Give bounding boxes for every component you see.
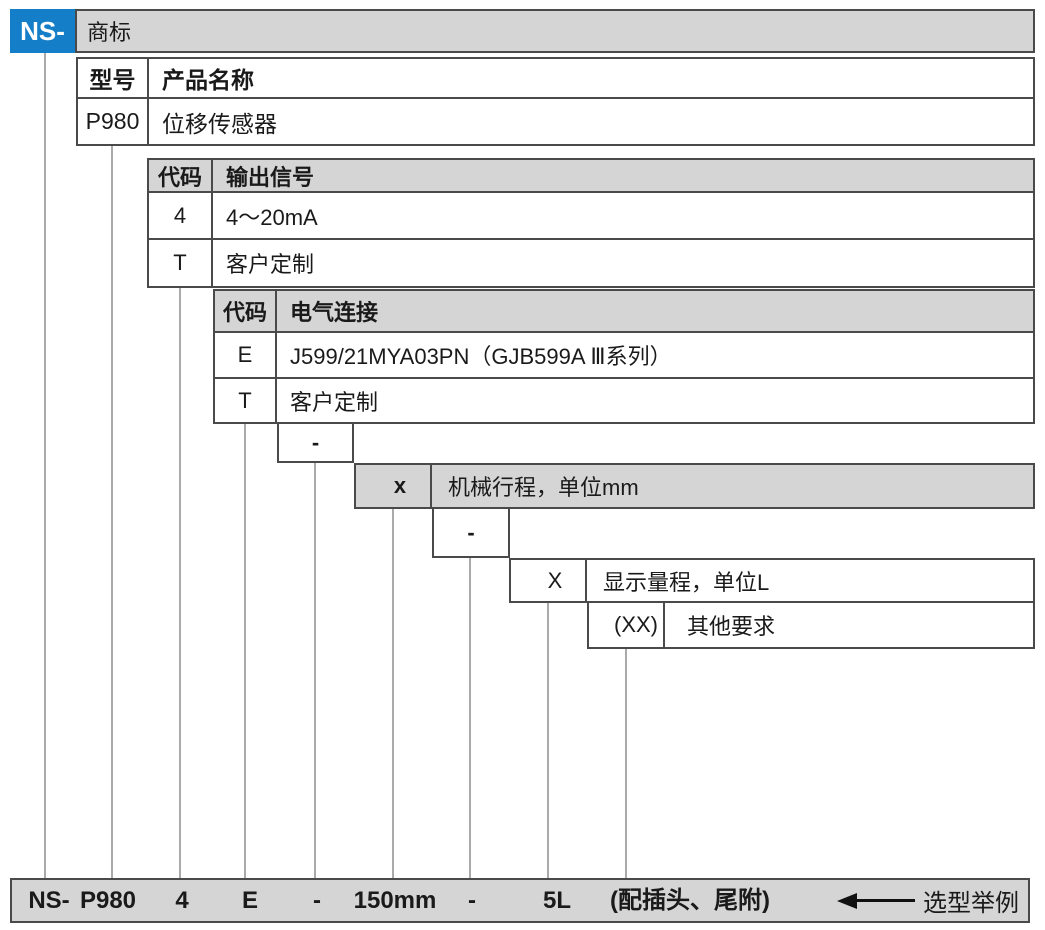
example-part-dash: - (468, 887, 476, 914)
left-arrow-shaft (857, 899, 915, 902)
signal-row-label: 4～20mA (213, 193, 1033, 240)
connector-line (179, 288, 181, 878)
connector-line (392, 509, 394, 878)
example-part-connector: E (241, 887, 259, 914)
signal-row-code: 4 (149, 193, 213, 240)
stroke-code: x (356, 465, 432, 507)
separator-dash: - (311, 429, 320, 455)
brand-prefix-box: NS- (10, 9, 75, 53)
example-part-prefix: NS- (28, 887, 70, 914)
signal-header-code: 代码 (149, 160, 213, 193)
model-table-header-name: 产品名称 (149, 59, 1033, 99)
connector-line (314, 463, 316, 878)
connection-row-code: E (215, 333, 277, 379)
model-table: 型号 产品名称 P980 位移传感器 (76, 57, 1035, 146)
example-part-dash: - (313, 887, 321, 914)
connector-line (469, 558, 471, 878)
range-label: 显示量程，单位L (587, 560, 1033, 601)
connector-line (625, 649, 627, 878)
signal-row-label: 客户定制 (213, 240, 1033, 286)
signal-header-label: 输出信号 (213, 160, 1033, 193)
separator-dash-cell: - (432, 509, 510, 558)
selection-example-note: 选型举例 (837, 880, 1019, 921)
trademark-cell: 商标 (75, 9, 1035, 53)
separator-dash-cell: - (277, 424, 354, 463)
connection-row-label: J599/21MYA03PN（GJB599A Ⅲ系列） (277, 333, 1033, 379)
other-label: 其他要求 (665, 603, 1033, 647)
model-table-header-model: 型号 (78, 59, 149, 99)
other-code: (XX) (589, 603, 665, 647)
signal-row-code: T (149, 240, 213, 286)
model-table-name-value: 位移传感器 (149, 99, 1033, 144)
connector-line (244, 424, 246, 878)
connector-line (111, 146, 113, 878)
model-table-model-value: P980 (78, 99, 149, 144)
stroke-label: 机械行程，单位mm (432, 465, 1033, 507)
example-part-signal: 4 (175, 887, 189, 914)
connection-row-code: T (215, 379, 277, 422)
example-part-model: P980 (79, 887, 137, 914)
connector-line (547, 603, 549, 878)
display-range-row: X 显示量程，单位L (509, 558, 1035, 603)
connection-header-code: 代码 (215, 291, 277, 333)
connector-line (44, 53, 46, 878)
other-requirements-row: (XX) 其他要求 (587, 603, 1035, 649)
selection-example-bar: NS- P980 4 E - 150mm - 5L (配插头、尾附) 选型举例 (10, 878, 1030, 923)
electrical-connection-table: 代码 电气连接 E J599/21MYA03PN（GJB599A Ⅲ系列） T … (213, 289, 1035, 424)
left-arrow-icon (837, 892, 857, 909)
brand-prefix-label: NS- (20, 15, 65, 46)
separator-dash: - (467, 519, 475, 545)
trademark-label: 商标 (87, 20, 132, 45)
connection-header-label: 电气连接 (277, 291, 1033, 333)
example-part-stroke: 150mm (353, 887, 437, 914)
example-part-other: (配插头、尾附) (610, 887, 770, 914)
range-code: X (511, 560, 587, 601)
example-note-label: 选型举例 (923, 890, 1019, 917)
output-signal-table: 代码 输出信号 4 4～20mA T 客户定制 (147, 158, 1035, 288)
mechanical-stroke-row: x 机械行程，单位mm (354, 463, 1035, 509)
connection-row-label: 客户定制 (277, 379, 1033, 422)
example-part-range: 5L (542, 887, 572, 914)
